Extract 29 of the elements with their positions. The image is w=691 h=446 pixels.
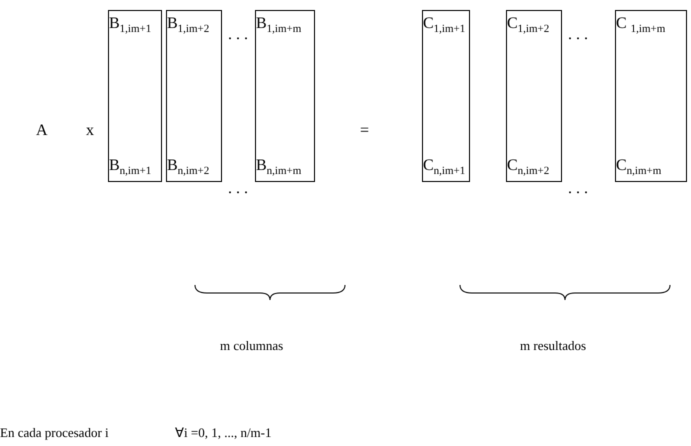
- matrix-element-label: C$_{1,im+2}$: [507, 15, 550, 38]
- matrix-column-box: [615, 10, 687, 182]
- ellipsis: . . .: [228, 26, 248, 44]
- matrix-column-box: [422, 10, 470, 182]
- matrix-element-label: C$_{n,im+2}$: [507, 157, 550, 180]
- matrix-column-box: [166, 10, 222, 182]
- matrix-column-box: [108, 10, 162, 182]
- matrix-element-label: B$_{1,im+1}$: [109, 15, 152, 38]
- note-text: ∀i =0, 1, ..., n/m-1: [175, 424, 272, 442]
- matrix-column-box: [506, 10, 562, 182]
- operator-sign: x: [86, 122, 94, 140]
- matrix-element-label: B$_{1,im+m}$: [256, 15, 302, 38]
- ellipsis: . . .: [568, 180, 588, 198]
- matrix-element-label: B$_{n,im+m}$: [256, 157, 302, 180]
- ellipsis: . . .: [568, 26, 588, 44]
- brace-label: m resultados: [520, 337, 586, 355]
- matrix-element-label: C$_{1,im+1}$: [423, 15, 466, 38]
- note-text: En cada procesador i: [0, 424, 109, 442]
- matrix-element-label: B$_{n,im+1}$: [109, 157, 152, 180]
- matrix-element-label: C $_{1,im+m}$: [616, 15, 666, 38]
- matrix-element-label: C$_{n,im+m}$: [616, 157, 662, 180]
- ellipsis: . . .: [228, 180, 248, 198]
- matrix-label: A: [36, 122, 48, 140]
- matrix-element-label: C$_{n,im+1}$: [423, 157, 466, 180]
- matrix-element-label: B$_{1,im+2}$: [167, 15, 210, 38]
- operator-sign: =: [360, 122, 370, 140]
- brace-label: m columnas: [220, 337, 284, 355]
- matrix-element-label: B$_{n,im+2}$: [167, 157, 210, 180]
- matrix-column-box: [255, 10, 315, 182]
